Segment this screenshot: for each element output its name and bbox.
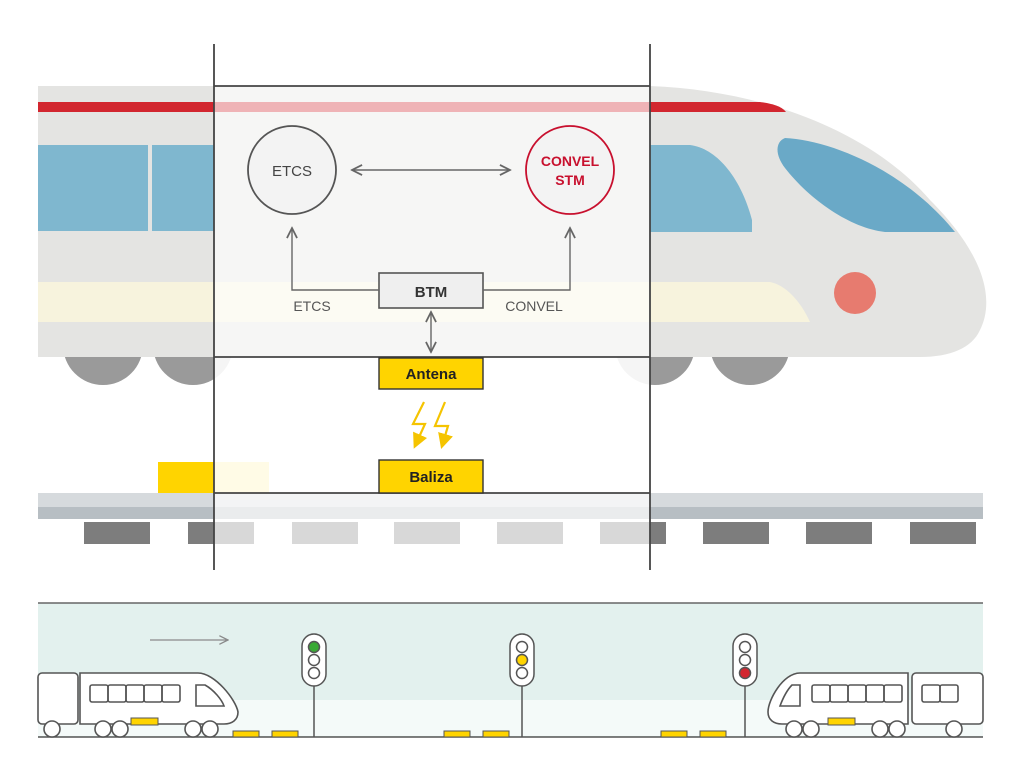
antenna-label: Antena — [406, 366, 457, 383]
convel-stm-node: CONVEL STM — [525, 125, 615, 215]
train-right — [767, 672, 984, 738]
convel-node-label-line2: STM — [555, 172, 585, 188]
signal-yellow — [509, 633, 535, 737]
cab-windshield — [777, 138, 955, 232]
etcs-node: ETCS — [247, 125, 337, 215]
balise-box: Baliza — [378, 459, 484, 494]
radio-signal-icon — [411, 401, 453, 449]
etcs-node-label: ETCS — [272, 163, 312, 180]
signal-red — [732, 633, 758, 737]
convel-node-label-line1: CONVEL — [541, 153, 600, 169]
etcs-path-label: ETCS — [293, 298, 330, 314]
balise-label: Baliza — [409, 469, 453, 486]
train-left — [37, 672, 239, 738]
trackside-balises — [232, 730, 727, 738]
train-window — [650, 145, 752, 232]
train-window — [38, 145, 148, 231]
train-antenna — [827, 717, 856, 726]
track-overview-scene — [37, 602, 984, 738]
headlight — [834, 272, 876, 314]
train-antenna — [130, 717, 159, 726]
train-window — [152, 145, 214, 231]
antenna-box: Antena — [378, 357, 484, 390]
btm-label: BTM — [415, 284, 448, 301]
btm-to-etcs-arrow — [292, 228, 379, 291]
convel-path-label: CONVEL — [505, 298, 563, 314]
btm-to-convel-arrow — [483, 228, 570, 291]
signal-green — [301, 633, 327, 737]
btm-node: BTM — [378, 272, 484, 309]
